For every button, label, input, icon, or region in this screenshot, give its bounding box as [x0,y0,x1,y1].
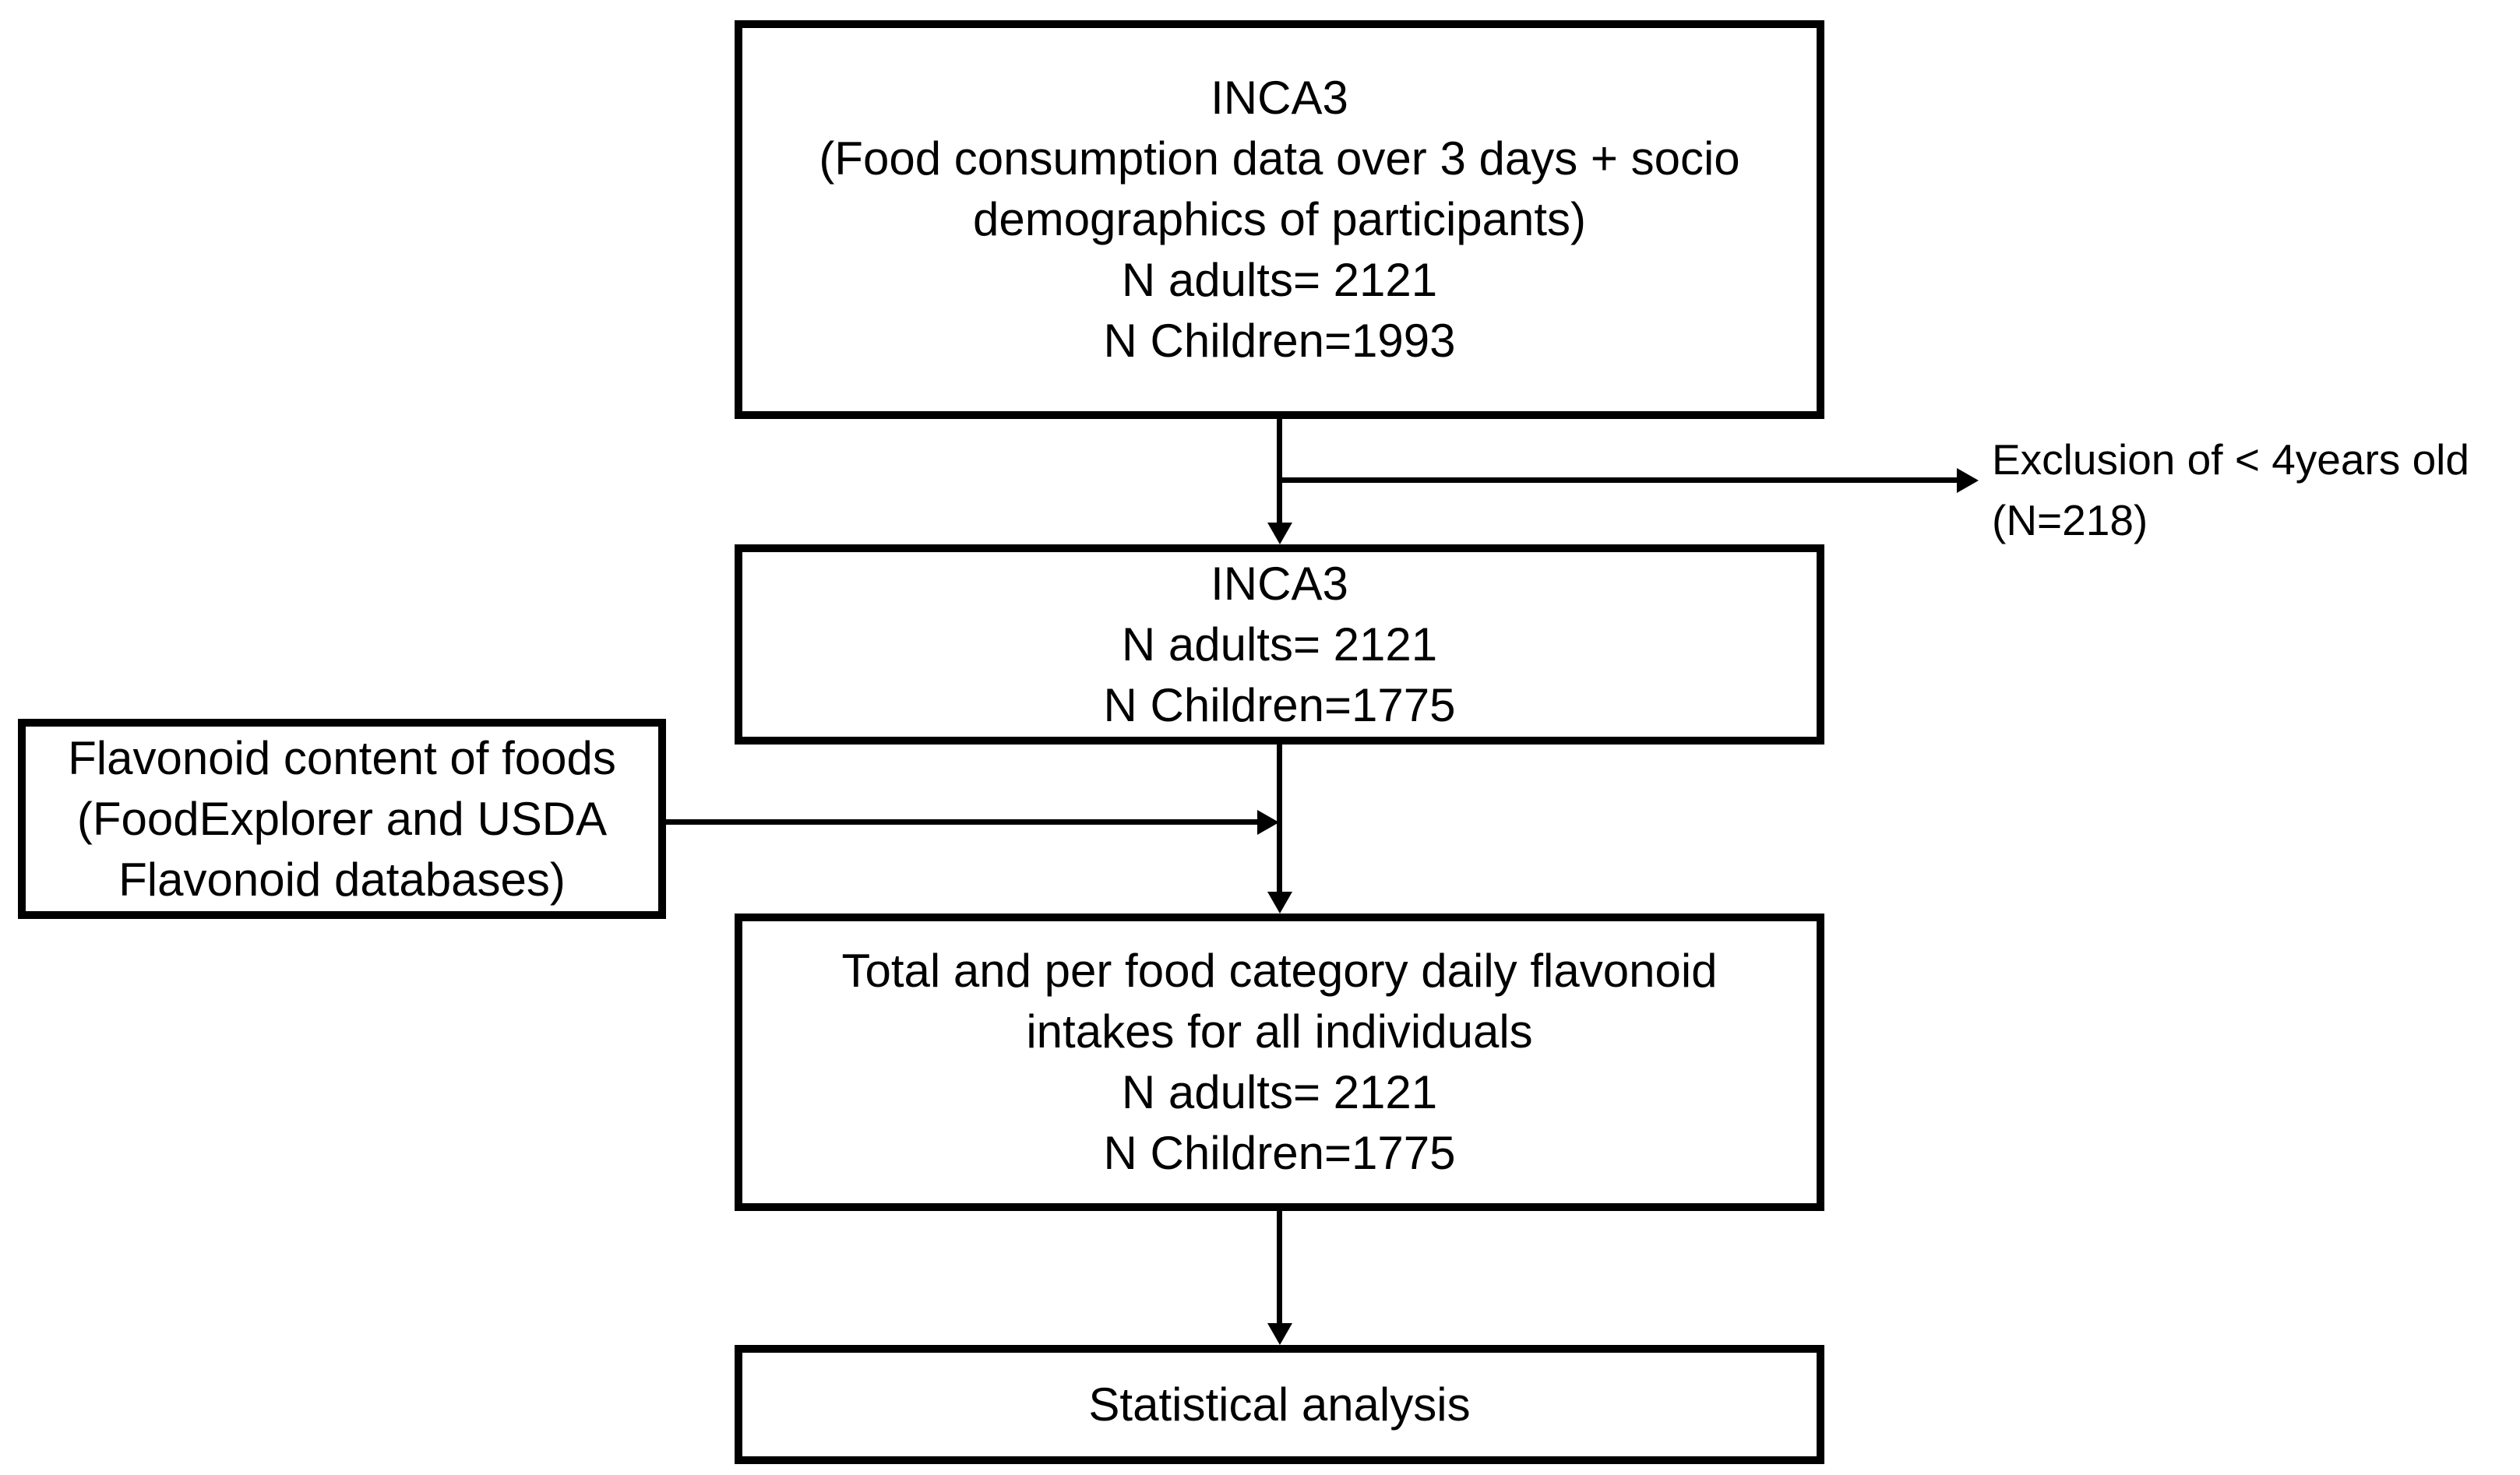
box-text-line: INCA3 [1211,557,1348,610]
box-text-line: N Children=1993 [1103,315,1456,367]
box-text-line: N adults= 2121 [1121,1066,1438,1118]
arrow-down-icon [1267,892,1292,914]
box-text-line: N Children=1775 [1103,678,1456,731]
box-text-line: Flavonoid content of foods [68,731,616,784]
box-text-line: Total and per food category daily flavon… [841,945,1718,997]
box-text-line: N adults= 2121 [1121,618,1438,671]
arrow-down-icon [1267,1323,1292,1345]
arrow-right-icon [1257,810,1279,835]
box-text-line: Statistical analysis [1088,1378,1471,1431]
arrow-right-icon [1957,468,1979,493]
box-flavonoid-databases: Flavonoid content of foods (FoodExplorer… [18,719,666,919]
box-inca3-full-cohort: INCA3 (Food consumption data over 3 days… [735,20,1824,419]
box-text-line: intakes for all individuals [1026,1005,1533,1058]
box-text-line: demographics of participants) [972,193,1587,245]
connector-line-flavonoid-branch [666,819,1257,825]
exclusion-note: Exclusion of < 4years old (N=218) [1992,429,2469,551]
box-statistical-analysis: Statistical analysis [735,1345,1824,1464]
box-text-line: INCA3 [1211,72,1348,124]
box-flavonoid-intakes: Total and per food category daily flavon… [735,914,1824,1211]
connector-line-vertical-3 [1277,1211,1282,1324]
box-text-line: (Food consumption data over 3 days + soc… [819,132,1740,185]
box-inca3-after-exclusion: INCA3 N adults= 2121 N Children=1775 [735,544,1824,745]
connector-line-exclusion-branch [1279,477,1958,483]
connector-line-vertical-1 [1277,419,1282,525]
annotation-line: Exclusion of < 4years old [1992,435,2469,484]
connector-line-vertical-2 [1277,745,1282,892]
box-text-line: Flavonoid databases) [118,853,566,906]
box-text-line: (FoodExplorer and USDA [76,792,608,845]
box-text-line: N Children=1775 [1103,1127,1456,1179]
annotation-line: (N=218) [1992,496,2148,544]
arrow-down-icon [1267,523,1292,544]
box-text-line: N adults= 2121 [1121,254,1438,306]
